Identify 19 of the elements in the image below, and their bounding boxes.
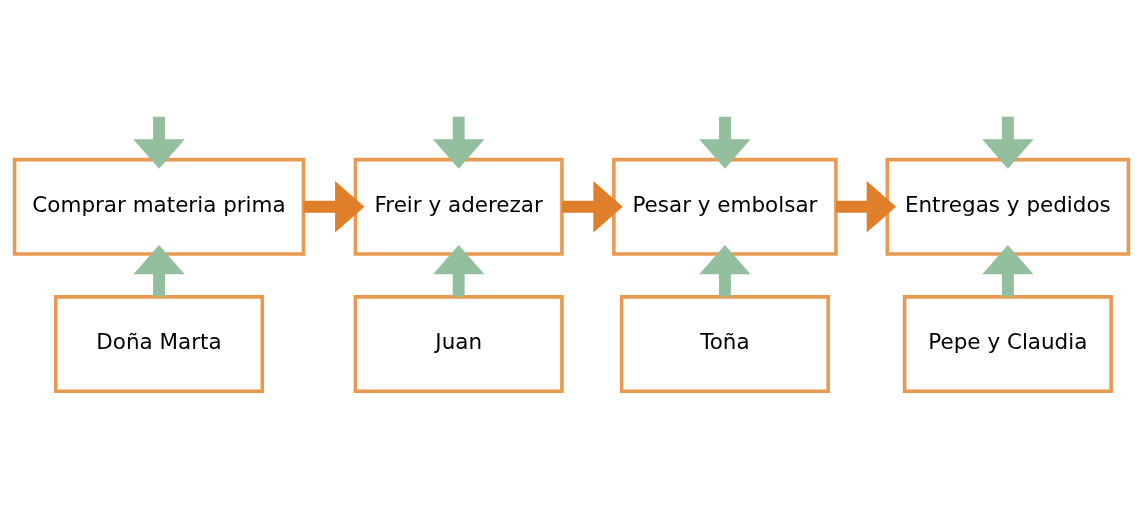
arrow — [303, 180, 365, 232]
arrow — [433, 116, 485, 169]
node-box: Doña Marta — [53, 294, 265, 393]
arrow — [433, 244, 485, 297]
arrow — [562, 180, 623, 232]
node-box: Comprar materia prima — [12, 157, 306, 256]
arrow — [982, 244, 1034, 297]
arrow — [133, 244, 185, 297]
arrow — [699, 244, 751, 297]
node-box: Juan — [353, 294, 564, 393]
node-box: Pesar y embolsar — [612, 157, 838, 256]
arrow — [133, 116, 185, 169]
node-box: Entregas y pedidos — [885, 157, 1131, 256]
arrow — [699, 116, 751, 169]
arrow — [982, 116, 1034, 169]
node-box: Toña — [619, 294, 830, 393]
arrow — [836, 180, 897, 232]
node-box: Freir y aderezar — [353, 157, 564, 256]
node-box: Pepe y Claudia — [902, 294, 1113, 393]
